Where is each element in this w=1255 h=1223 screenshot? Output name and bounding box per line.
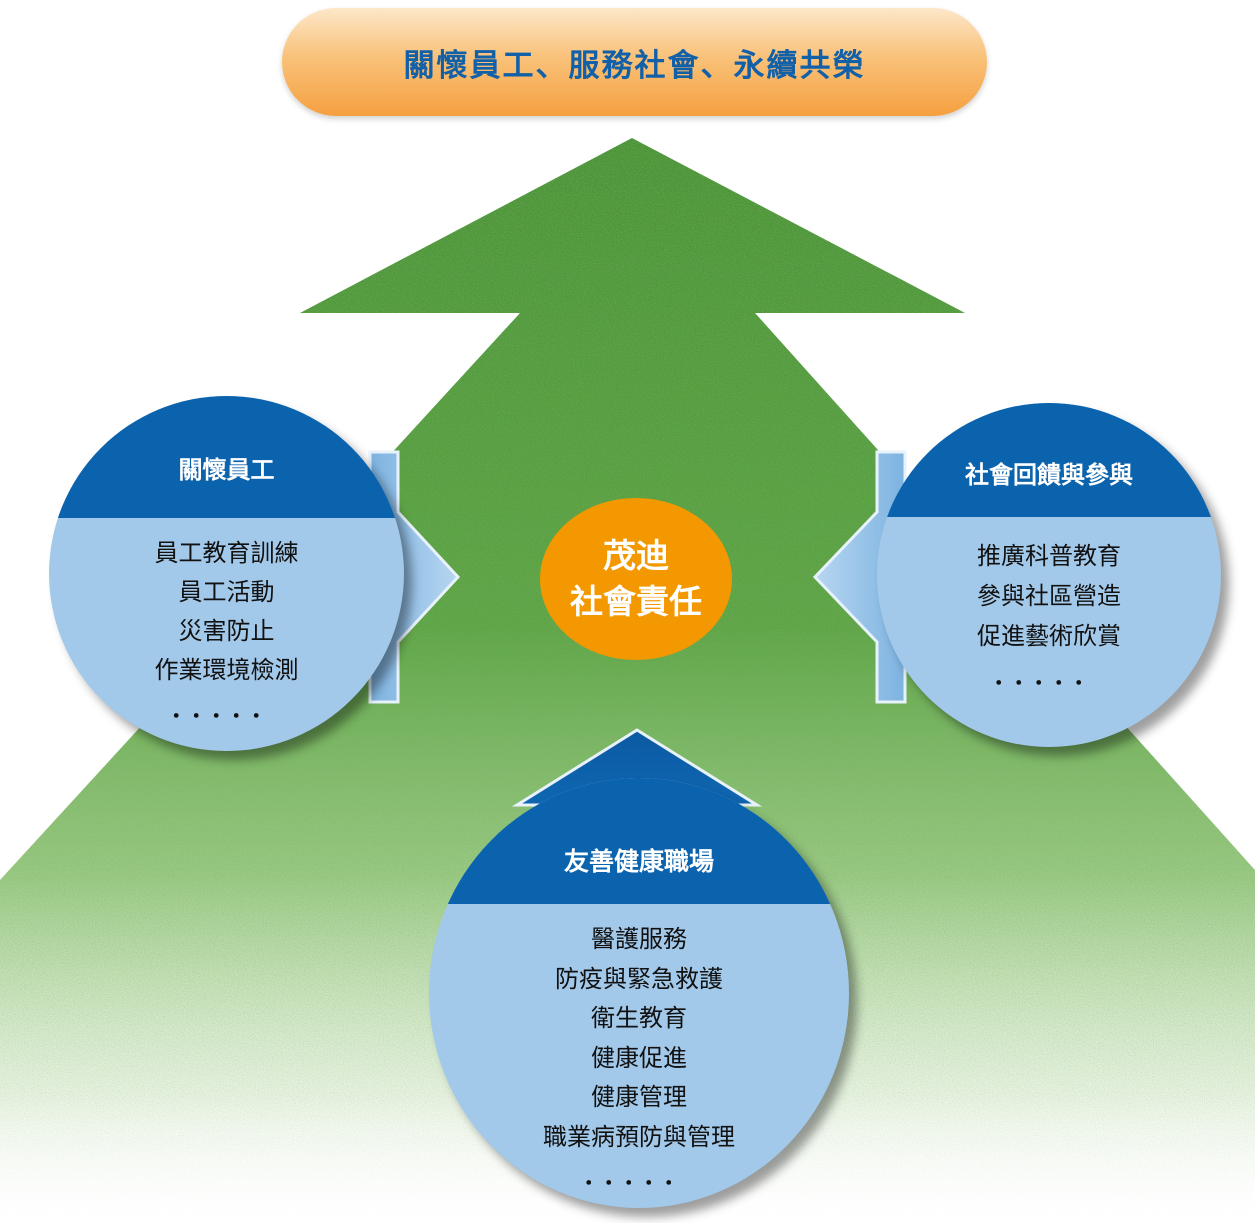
healthy-workplace-circle: 友善健康職場 醫護服務 防疫與緊急救護 衛生教育 健康促進 健康管理 職業病預防…	[429, 778, 849, 1208]
healthy-workplace-header: 友善健康職場	[429, 778, 849, 904]
center-line-1: 茂迪	[603, 536, 669, 575]
list-item: 促進藝術欣賞	[977, 622, 1121, 650]
social-feedback-title: 社會回饋與參與	[965, 461, 1133, 489]
care-employees-list: 員工教育訓練 員工活動 災害防止 作業環境檢測 ．．．．．	[49, 534, 404, 729]
ellipsis-dots: ．．．．．	[170, 695, 283, 723]
care-employees-circle: 關懷員工 員工教育訓練 員工活動 災害防止 作業環境檢測 ．．．．．	[49, 396, 404, 751]
list-item: 推廣科普教育	[977, 542, 1121, 570]
list-item: 衛生教育	[591, 1004, 687, 1032]
social-feedback-header: 社會回饋與參與	[877, 403, 1221, 517]
list-item: 災害防止	[178, 617, 275, 645]
healthy-workplace-list: 醫護服務 防疫與緊急救護 衛生教育 健康促進 健康管理 職業病預防與管理 ．．．…	[429, 920, 849, 1197]
healthy-workplace-title: 友善健康職場	[563, 847, 714, 876]
list-item: 醫護服務	[591, 925, 687, 953]
social-feedback-circle: 社會回饋與參與 推廣科普教育 參與社區營造 促進藝術欣賞 ．．．．．	[877, 403, 1221, 747]
list-item: 員工活動	[178, 578, 275, 606]
list-item: 職業病預防與管理	[543, 1122, 735, 1151]
list-item: 健康促進	[591, 1043, 687, 1072]
list-item: 防疫與緊急救護	[555, 964, 723, 993]
goal-banner: 關懷員工、服務社會、永續共榮	[282, 8, 987, 116]
list-item: 作業環境檢測	[154, 656, 299, 684]
ellipsis-dots: ．．．．．	[583, 1162, 695, 1190]
list-item: 員工教育訓練	[154, 539, 299, 567]
care-employees-header: 關懷員工	[49, 396, 404, 518]
goal-banner-text: 關懷員工、服務社會、永續共榮	[403, 47, 866, 84]
ellipsis-dots: ．．．．．	[993, 662, 1105, 690]
csr-center-node: 茂迪 社會責任	[540, 498, 732, 660]
care-employees-title: 關懷員工	[178, 456, 275, 484]
center-line-2: 社會責任	[570, 582, 702, 621]
list-item: 參與社區營造	[977, 582, 1121, 610]
social-feedback-list: 推廣科普教育 參與社區營造 促進藝術欣賞 ．．．．．	[877, 536, 1221, 696]
list-item: 健康管理	[591, 1083, 687, 1111]
